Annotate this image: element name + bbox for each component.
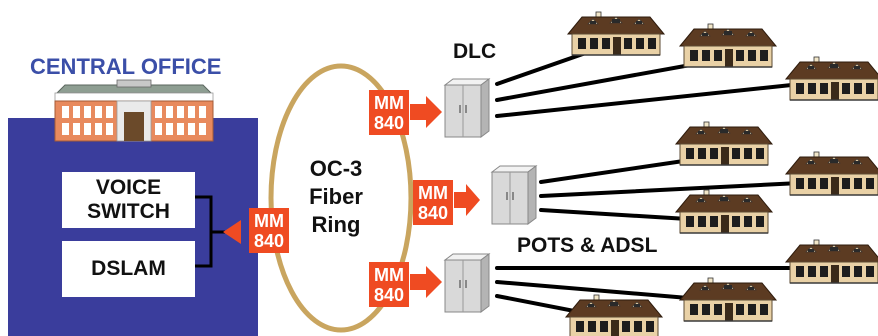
house-icon (679, 277, 777, 322)
mux-label: MM (374, 92, 404, 113)
arrow-to-dlc-3 (410, 266, 442, 298)
mux-label: MM (254, 210, 284, 231)
house-icon (675, 189, 773, 234)
subscriber-lines (495, 46, 822, 318)
arrow-to-switch (223, 220, 241, 244)
central-office-building-icon (54, 79, 214, 142)
arrow-to-dlc-2 (454, 184, 480, 216)
mux-label: 840 (417, 202, 449, 223)
house-icon (785, 239, 878, 284)
dslam-box: DSLAM (62, 241, 195, 297)
dlc-cabinet-icon (491, 165, 537, 225)
mux-label: 840 (373, 112, 405, 133)
mux-badge-dlc-2: MM 840 (413, 180, 453, 225)
ring-label: OC-3 Fiber Ring (300, 155, 372, 239)
mux-label: 840 (373, 284, 405, 305)
house-icon (785, 151, 878, 196)
fiber-ring (268, 63, 414, 333)
voice-switch-box: VOICE SWITCH (62, 172, 195, 228)
mux-label: MM (374, 264, 404, 285)
house-icon (565, 294, 663, 336)
voice-switch-label: VOICE (95, 176, 162, 199)
central-office-title: CENTRAL OFFICE (30, 54, 222, 79)
ring-label-line: Fiber (309, 184, 363, 209)
mux-badge-central: MM 840 (249, 208, 289, 253)
dlc-label: DLC (453, 40, 497, 63)
service-label: POTS & ADSL (517, 234, 658, 257)
mux-label: MM (418, 182, 448, 203)
arrow-to-dlc-1 (410, 96, 442, 128)
mux-label: 840 (253, 230, 285, 251)
dlc-cabinet-icon (444, 78, 490, 138)
house-icon (567, 11, 665, 56)
ring-label-line: Ring (311, 212, 361, 237)
mux-badge-dlc-1: MM 840 (369, 90, 409, 135)
dlc-cabinet-icon (444, 253, 490, 313)
house-icon (785, 56, 878, 101)
mux-badge-dlc-3: MM 840 (369, 262, 409, 307)
voice-switch-label: SWITCH (87, 200, 170, 223)
dslam-label: DSLAM (91, 257, 166, 280)
house-icon (675, 121, 773, 166)
ring-label-line: OC-3 (309, 156, 363, 181)
house-icon (679, 23, 777, 68)
